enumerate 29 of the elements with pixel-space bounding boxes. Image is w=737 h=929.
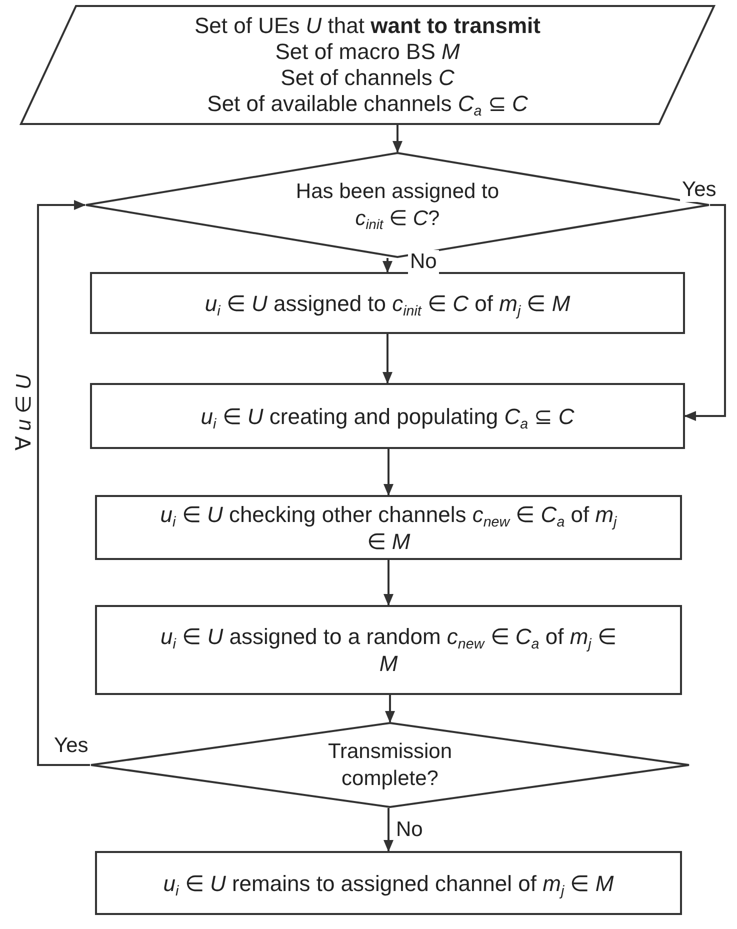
step-text: u$_{i}$ ∈ U assigned to a random c$_{new}$ ∈ C$_{a}$ of m$_{j}$ ∈ M bbox=[160, 623, 618, 677]
step-text: u$_{i}$ ∈ U assigned to c$_{init}$ ∈ C of m$_{j}$ ∈ M bbox=[204, 290, 570, 316]
decision-text: Transmission complete? bbox=[326, 739, 454, 792]
arrow bbox=[384, 560, 394, 606]
step-text: u$_{i}$ ∈ U creating and populating C$_{a}$ ⊆ C bbox=[200, 402, 574, 430]
arrow bbox=[385, 695, 395, 723]
process-box bbox=[95, 851, 682, 915]
step-text: Set of available channels C$_{a}$ ⊆ C bbox=[207, 91, 528, 117]
arrow bbox=[382, 334, 392, 384]
decision-text: Has been assigned to c$_{init}$ ∈ C? bbox=[294, 179, 500, 232]
process-box bbox=[95, 605, 682, 695]
process-box bbox=[95, 495, 682, 560]
arrow bbox=[384, 808, 394, 852]
step-text: Set of channels C bbox=[280, 65, 454, 91]
input-parallelogram bbox=[20, 5, 715, 125]
step-text: u$_{i}$ ∈ U checking other channels c$_{new}$ ∈ C$_{a}$ of m$_{j}$ ∈ M bbox=[159, 500, 618, 554]
process-box bbox=[90, 272, 685, 334]
step-text: Set of macro BS M bbox=[275, 39, 460, 65]
process-box bbox=[90, 383, 685, 449]
step-text: u$_{i}$ ∈ U remains to assigned channel of m$_{j}$ ∈ M bbox=[163, 870, 614, 896]
arrow bbox=[384, 449, 394, 496]
arrow bbox=[684, 204, 726, 421]
arrow bbox=[382, 258, 392, 273]
step-text: Set of UEs U that want to transmit bbox=[194, 13, 540, 39]
arrow bbox=[392, 125, 402, 153]
decision-diamond bbox=[90, 722, 690, 808]
edge-label: No bbox=[408, 250, 439, 274]
arrow bbox=[37, 200, 90, 766]
loop-condition-label: ∀ u ∈ U bbox=[12, 374, 37, 451]
